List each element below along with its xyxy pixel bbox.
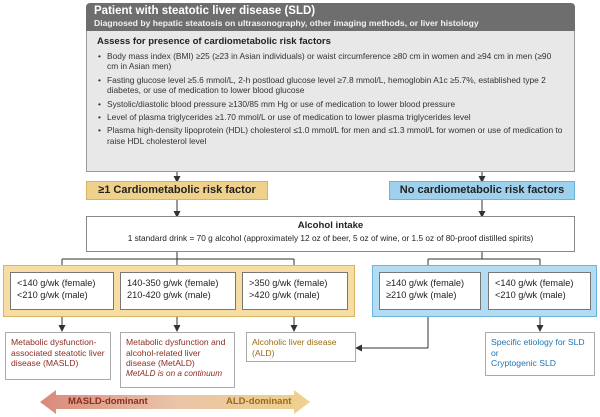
sld-header: Patient with steatotic liver disease (SL… — [86, 3, 575, 31]
continuum-arrow: MASLD-dominant ALD-dominant — [40, 390, 310, 414]
standard-drink-definition: 1 standard drink = 70 g alcohol (approxi… — [127, 233, 534, 243]
continuum-left-label: MASLD-dominant — [68, 396, 148, 407]
intake-mid-male: 210-420 g/wk (male) — [127, 290, 211, 300]
criterion-triglycerides: Level of plasma triglycerides ≥1.70 mmol… — [98, 112, 564, 123]
criterion-glucose: Fasting glucose level ≥5.6 mmol/L, 2-h p… — [98, 75, 564, 96]
intake-high-no-female: ≥140 g/wk (female) — [386, 278, 465, 288]
alcohol-intake-box: Alcohol intake 1 standard drink = 70 g a… — [86, 216, 575, 252]
continuum-gradient-arrow — [40, 390, 310, 414]
intake-high-no-risk: ≥140 g/wk (female) ≥210 g/wk (male) — [379, 272, 481, 310]
intake-high-risk: >350 g/wk (female) >420 g/wk (male) — [242, 272, 348, 310]
metald-continuum-note: MetALD is on a continuum — [126, 368, 223, 378]
header-title: Patient with steatotic liver disease (SL… — [94, 5, 316, 17]
outcome-ald: Alcoholic liver disease (ALD) — [246, 332, 356, 362]
metald-label: Metabolic dysfunction and alcohol-relate… — [126, 337, 226, 369]
branch-no-risk-factors: No cardiometabolic risk factors — [389, 181, 575, 200]
risk-factor-assessment: Assess for presence of cardiometabolic r… — [86, 31, 575, 172]
alcohol-title: Alcohol intake — [297, 220, 364, 231]
branch-risk-factor-present: ≥1 Cardiometabolic risk factor — [86, 181, 268, 200]
intake-low-no-risk: <140 g/wk (female) <210 g/wk (male) — [488, 272, 591, 310]
or-label: or — [491, 347, 499, 358]
intake-mid-risk: 140-350 g/wk (female) 210-420 g/wk (male… — [120, 272, 236, 310]
intake-high-female: >350 g/wk (female) — [249, 278, 328, 288]
specific-etiology-label: Specific etiology for SLD — [491, 337, 585, 347]
intake-high-no-male: ≥210 g/wk (male) — [386, 290, 457, 300]
outcome-masld: Metabolic dysfunction-associated steatot… — [5, 332, 111, 380]
criterion-blood-pressure: Systolic/diastolic blood pressure ≥130/8… — [98, 99, 564, 110]
intake-low-risk: <140 g/wk (female) <210 g/wk (male) — [10, 272, 114, 310]
intake-high-male: >420 g/wk (male) — [249, 290, 320, 300]
header-subtitle: Diagnosed by hepatic steatosis on ultras… — [94, 18, 479, 28]
criterion-bmi: Body mass index (BMI) ≥25 (≥23 in Asian … — [98, 51, 564, 72]
criterion-hdl: Plasma high-density lipoprotein (HDL) ch… — [98, 125, 564, 146]
assess-title: Assess for presence of cardiometabolic r… — [97, 36, 331, 47]
outcome-metald: Metabolic dysfunction and alcohol-relate… — [120, 332, 235, 388]
continuum-right-label: ALD-dominant — [226, 396, 292, 407]
intake-low-no-female: <140 g/wk (female) — [495, 278, 574, 288]
intake-mid-female: 140-350 g/wk (female) — [127, 278, 219, 288]
intake-low-female: <140 g/wk (female) — [17, 278, 96, 288]
intake-low-male: <210 g/wk (male) — [17, 290, 88, 300]
criteria-list: Body mass index (BMI) ≥25 (≥23 in Asian … — [97, 51, 564, 146]
outcome-specific-or-cryptogenic: Specific etiology for SLD or Cryptogenic… — [485, 332, 595, 376]
cryptogenic-label: Cryptogenic SLD — [491, 358, 556, 369]
intake-low-no-male: <210 g/wk (male) — [495, 290, 566, 300]
